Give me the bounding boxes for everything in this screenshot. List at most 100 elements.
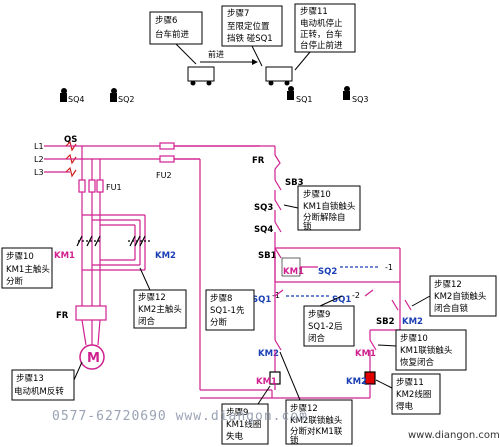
callout-step10-mid: 步骤10 KM1自锁触头 分断解除自 锁 (283, 185, 361, 232)
l1-label: L1 (34, 142, 44, 151)
sq-ctrl4-label: SQ4 (254, 225, 273, 235)
callout-line: 锁 (290, 435, 299, 446)
callout-line: 恢复闭合 (400, 357, 435, 368)
km1-power-label: KM1 (54, 251, 75, 261)
callout-line: 电动机M反转 (14, 386, 64, 397)
cart-start-icon (187, 66, 215, 86)
sq1-2-label: SQ1 (332, 295, 351, 305)
callout-title: 步骤12 (290, 404, 318, 414)
callout-line: KM2联锁触头 (290, 415, 343, 426)
callout-line: 闭合自锁 (434, 303, 469, 314)
callout-line: 分断 (6, 276, 24, 287)
callout-title: 步骤11 (300, 7, 328, 17)
km1-contact-label: KM1 (283, 267, 304, 277)
callout-title: 步骤9 (226, 408, 248, 418)
km2-contact-label: KM2 (402, 317, 423, 327)
forward-label: 前进 (208, 49, 224, 59)
callout-title: 步骤12 (434, 280, 462, 290)
callout-line: 电动机停止 (300, 18, 343, 29)
callout-step11-top: 步骤11 电动机停止 正转，台车 台停止前进 (294, 3, 356, 71)
callout-line: KM1线圈 (226, 419, 261, 430)
sb3-label: SB3 (285, 178, 304, 188)
callout-line: KM1联锁触头 (400, 345, 453, 356)
callout-step6: 步骤6 台车前进 (149, 11, 203, 65)
fu1-label: FU1 (106, 183, 122, 192)
km1-interlock-label: KM1 (355, 349, 376, 359)
limit-switch-sq3-icon: SQ3 (343, 86, 368, 104)
sb1-label: SB1 (258, 251, 277, 261)
callout-step9-sq: 步骤9 SQ1-2后 闭合 (303, 295, 355, 347)
fr-power-label: FR (56, 311, 69, 321)
callout-line: 失电 (226, 431, 244, 442)
callout-step7: 步骤7 至限定位置 挡铁 碰SQ1 (221, 5, 283, 67)
limit-switch-sq2-icon: SQ2 (110, 88, 134, 104)
callout-step11-coil: 步骤11 KM2线圈 得电 (375, 373, 441, 415)
callout-title: 步骤7 (227, 9, 249, 19)
callout-step12-self: 步骤12 KM2自锁触头 闭合自锁 (411, 275, 497, 317)
callout-line: 挡铁 碰SQ1 (227, 33, 273, 44)
callout-line: 分断解除自 (303, 212, 346, 223)
sq2-1-sub: -1 (385, 263, 393, 272)
callout-line: SQ1-1先 (210, 305, 245, 316)
callout-line: 正转，台车 (300, 29, 343, 40)
callout-step10-interlock: 步骤10 KM1联锁触头 恢复闭合 (377, 329, 467, 371)
l3-label: L3 (34, 168, 44, 177)
qs-label: QS (64, 135, 77, 145)
sb2-label: SB2 (376, 317, 395, 327)
callout-title: 步骤6 (155, 16, 177, 26)
callout-line: KM1自锁触头 (303, 201, 356, 212)
callout-step10-left: 步骤10 KM1主触头 分断 (1, 247, 53, 289)
sq-ctrl3-label: SQ3 (254, 203, 273, 213)
cart-scene: 步骤6 台车前进 步骤7 至限定位置 挡铁 碰SQ1 步骤11 电动机停止 正转… (60, 3, 368, 104)
sq1-1-label: SQ1 (252, 295, 271, 305)
callout-line: KM2线圈 (396, 389, 431, 400)
callout-title: 步骤10 (6, 252, 34, 262)
cart-end-icon (265, 66, 293, 86)
km2-interlock-label: KM2 (258, 349, 279, 359)
callout-step13: 步骤13 电动机M反转 (11, 361, 83, 401)
site-label: www.diangon.com (408, 430, 500, 441)
callout-step12-interlock: 步骤12 KM2联锁触头 分断对KM1联 锁 (279, 351, 353, 446)
callout-line: 分断 (210, 317, 228, 328)
callout-line: SQ1-2后 (308, 321, 343, 332)
callout-line: KM1主触头 (6, 264, 50, 275)
km1-coil-label: KM1 (256, 377, 277, 387)
callout-title: 步骤13 (16, 374, 44, 384)
forward-arrow-icon (252, 59, 258, 65)
callout-line: 得电 (396, 401, 414, 412)
sq1-label: SQ1 (296, 95, 312, 104)
watermark: 0577-62720690 www.diangon.com (52, 409, 308, 424)
callout-line: 至限定位置 (227, 21, 270, 32)
sq3-label: SQ3 (352, 95, 368, 104)
callout-step9-coil: 步骤9 KM1线圈 失电 (221, 385, 271, 445)
control-circuit: FU2 FR SB3 SQ3 SQ4 SB1 KM1 SQ2 (156, 142, 423, 399)
km2-coil-label: KM2 (346, 377, 367, 387)
callout-line: 台停止前进 (300, 40, 343, 51)
sq4-label: SQ4 (68, 95, 84, 104)
callout-line: 闭合 (308, 333, 326, 344)
callout-title: 步骤10 (400, 334, 428, 344)
callout-title: 步骤12 (138, 293, 166, 303)
sq2-label: SQ2 (118, 95, 134, 104)
callout-title: 步骤11 (396, 378, 424, 388)
callout-step12-main: 步骤12 KM2主触头 闭合 (133, 267, 187, 329)
limit-switch-sq4-icon: SQ4 (60, 88, 84, 104)
motor-label: M (87, 351, 100, 366)
power-circuit: L1 L2 L3 QS FU1 (34, 135, 260, 370)
callout-line: 锁 (303, 221, 312, 232)
km2-power-label: KM2 (155, 251, 176, 261)
callout-title: 步骤9 (308, 310, 330, 320)
callout-step8: 步骤8 SQ1-1先 分断 (205, 289, 255, 331)
l2-label: L2 (34, 155, 44, 164)
callout-title: 步骤8 (210, 294, 232, 304)
callout-line: 闭合 (138, 316, 156, 327)
fu2-label: FU2 (156, 171, 172, 180)
callout-line: 分断对KM1联 (290, 426, 343, 437)
callout-line: KM2自锁触头 (434, 291, 487, 302)
sq1-2-sub: -2 (352, 291, 360, 300)
limit-switch-sq1-icon: SQ1 (287, 86, 312, 104)
sq2-1-label: SQ2 (318, 267, 337, 277)
callout-line: KM2主触头 (138, 304, 182, 315)
fr-ctrl-label: FR (252, 156, 265, 166)
